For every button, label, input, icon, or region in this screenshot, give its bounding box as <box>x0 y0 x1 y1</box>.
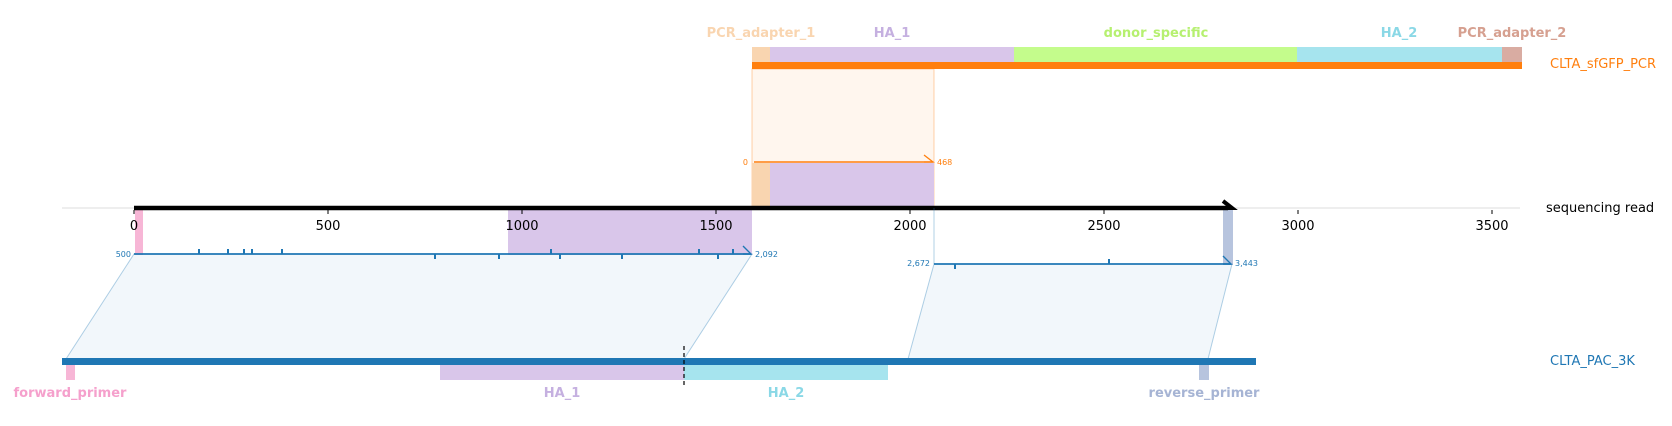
top-alignment-start-label: 0 <box>743 158 748 167</box>
top-feature-ha1-block <box>770 47 1014 62</box>
axis-tick-label: 2000 <box>893 219 926 234</box>
bottom-reference-track: forward_primer HA_1 HA_2 reverse_primer … <box>14 346 1635 401</box>
read-forward-primer-mark <box>135 210 143 255</box>
top-feature-label-pcr-adapter-1: PCR_adapter_1 <box>707 26 816 41</box>
top-feature-ha2-block <box>1297 47 1502 62</box>
read-arrowhead <box>1221 199 1238 210</box>
bottom-alignment-2-mismatches <box>954 259 1110 269</box>
top-projection-ha1 <box>770 163 934 208</box>
bottom-alignment-1-start-label: 500 <box>116 250 131 259</box>
axis-tick-label: 500 <box>316 219 341 234</box>
top-projection-pcr-adapter-1 <box>752 163 770 208</box>
read-ha1-region <box>508 210 752 255</box>
bottom-feature-forward-primer-block <box>66 365 75 380</box>
top-feature-label-pcr-adapter-2: PCR_adapter_2 <box>1458 26 1567 41</box>
axis-tick-label: 3500 <box>1475 219 1508 234</box>
bottom-reference-name: CLTA_PAC_3K <box>1550 354 1635 369</box>
bottom-feature-label-reverse-primer: reverse_primer <box>1149 386 1261 401</box>
bottom-feature-label-ha1: HA_1 <box>544 386 581 401</box>
top-feature-donor-specific-block <box>1014 47 1297 62</box>
bottom-feature-ha1-block <box>440 365 684 380</box>
bottom-feature-ha2-block <box>684 365 888 380</box>
top-feature-pcr-adapter-2-block <box>1502 47 1522 62</box>
sequencing-read-track: 0 500 1000 1500 2000 2500 3000 3500 sequencing … <box>62 199 1654 265</box>
top-reference-track: PCR_adapter_1 HA_1 donor_specific HA_2 P… <box>707 26 1656 72</box>
bottom-feature-label-ha2: HA_2 <box>768 386 805 401</box>
bottom-feature-reverse-primer-block <box>1199 365 1209 380</box>
bottom-reference-bar <box>62 358 1256 365</box>
read-reverse-primer-mark <box>1223 210 1233 265</box>
bottom-alignment-2-end-label: 3,443 <box>1235 259 1258 268</box>
read-name: sequencing read <box>1546 201 1654 216</box>
bottom-alignment-1-mismatches <box>198 249 734 259</box>
top-reference-bar <box>752 62 1522 69</box>
bottom-alignment-1-arrowhead <box>742 245 753 255</box>
bottom-alignment-2-start-label: 2,672 <box>907 259 930 268</box>
top-feature-pcr-adapter-1-block <box>752 47 770 62</box>
top-alignment-end-label: 468 <box>937 158 952 167</box>
bottom-alignment-1-band <box>65 253 753 360</box>
axis-tick-label: 1500 <box>699 219 732 234</box>
top-feature-label-ha2: HA_2 <box>1381 26 1418 41</box>
top-alignment-projection: 0 468 <box>743 68 952 209</box>
bottom-alignment-2-arrowhead <box>1222 255 1233 265</box>
axis-tick-label: 1000 <box>505 219 538 234</box>
bottom-alignment-2-band <box>907 263 1233 360</box>
axis-tick-label: 0 <box>130 219 138 234</box>
top-reference-name: CLTA_sfGFP_PCR <box>1550 57 1656 72</box>
read-axis-ticks: 0 500 1000 1500 2000 2500 3000 3500 <box>130 210 1509 234</box>
axis-tick-label: 2500 <box>1087 219 1120 234</box>
top-feature-label-ha1: HA_1 <box>874 26 911 41</box>
bottom-feature-label-forward-primer: forward_primer <box>14 386 128 401</box>
bottom-alignment-1-end-label: 2,092 <box>755 250 778 259</box>
bottom-alignment-1: 500 2,092 <box>65 245 778 360</box>
axis-tick-label: 3000 <box>1281 219 1314 234</box>
top-alignment-arrowhead <box>923 154 935 163</box>
bottom-alignment-2: 2,672 3,443 <box>907 208 1258 360</box>
top-feature-label-donor-specific: donor_specific <box>1104 26 1209 41</box>
